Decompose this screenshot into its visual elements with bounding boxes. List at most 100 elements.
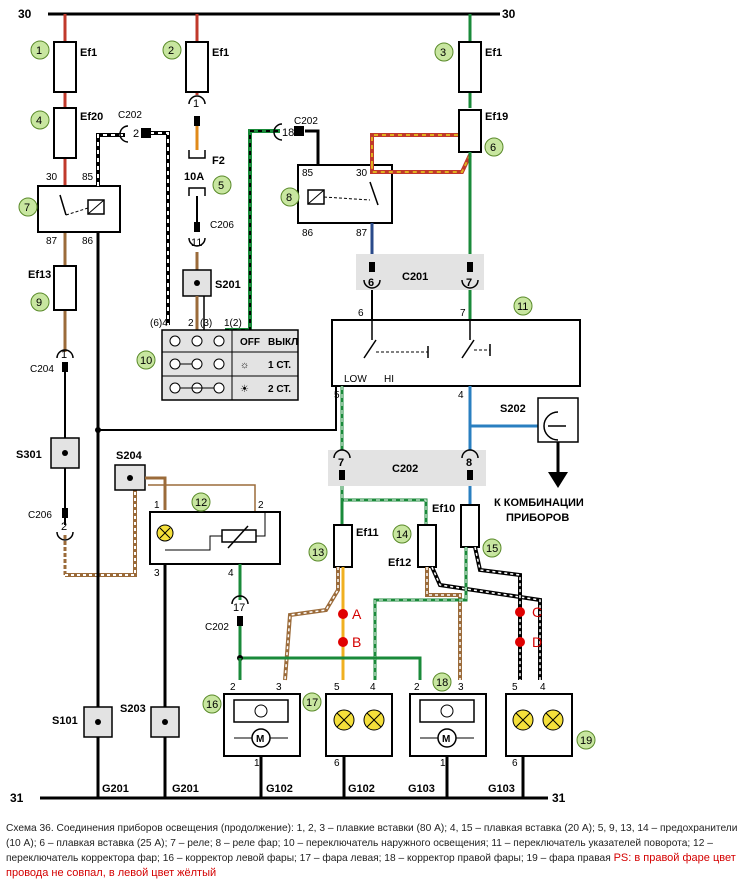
c-pin-1: 1 — [193, 98, 199, 110]
s203-label: S203 — [120, 703, 146, 715]
ground-labels: G201 G201 G102 G102 G103 G103 — [102, 783, 515, 795]
c204-pin: 1 — [61, 349, 67, 361]
relay-7-pin-30: 30 — [46, 172, 58, 183]
switch12-pin-2: 2 — [258, 500, 264, 511]
callout-11: 11 — [517, 301, 528, 313]
corrector16-pin-2: 2 — [230, 682, 236, 693]
corrector18-pin-1: 1 — [440, 758, 446, 769]
figure-caption: Схема 36. Соединения приборов освещения … — [6, 821, 751, 881]
c202-b-label: C202 — [294, 116, 318, 127]
motor-16-label: M — [256, 734, 264, 745]
g103-b-label: G103 — [488, 783, 515, 795]
callout-19: 19 — [580, 735, 592, 747]
s201-label: S201 — [215, 279, 241, 291]
connector-c202-main: 7 8 C202 — [328, 449, 486, 486]
callout-2: 2 — [168, 45, 174, 57]
corrector18-pin-3: 3 — [458, 682, 464, 693]
callout-14: 14 — [396, 529, 408, 541]
light-switch-10: OFF ВЫКЛ ☼ 1 СТ. ☀ 2 СТ. (6)4 2 (3) 1(2) — [150, 318, 299, 401]
c204-label: C204 — [30, 364, 54, 375]
switch11-pin-4: 4 — [458, 390, 464, 401]
callout-13: 13 — [312, 547, 324, 559]
switch10-pin-1: 1(2) — [224, 318, 242, 329]
c202-main-pin-7: 7 — [338, 457, 344, 469]
switch12-pin-4: 4 — [228, 568, 234, 579]
wires-left-lamp — [283, 567, 345, 681]
switch11-pin-5: 5 — [334, 390, 340, 401]
c201-label: C201 — [402, 271, 428, 283]
callout-8: 8 — [286, 192, 292, 204]
relay-7-pin-85: 85 — [82, 172, 94, 183]
g201-a-label: G201 — [102, 783, 129, 795]
callout-15: 15 — [486, 543, 498, 555]
switch10-vykl: ВЫКЛ — [268, 337, 298, 348]
corrector18-pin-2: 2 — [414, 682, 420, 693]
relay-7-pin-86: 86 — [82, 236, 94, 247]
turn-signal-switch-11: 6 7 LOW HI 5 4 — [331, 308, 581, 401]
c206-b-pin: 2 — [61, 521, 67, 533]
fuse-f2-rating: 10A — [184, 171, 204, 183]
switch11-low: LOW — [344, 374, 367, 385]
to-cluster-line2: ПРИБОРОВ — [506, 512, 569, 524]
right-headlamp-19: 5 4 6 — [505, 682, 573, 769]
switch12-pin-3: 3 — [154, 568, 160, 579]
callout-4: 4 — [36, 115, 42, 127]
bus-31-right-label: 31 — [552, 791, 566, 805]
switch10-pin-6: (6)4 — [150, 318, 168, 329]
callout-3: 3 — [440, 47, 446, 59]
fuse-ef13-label: Ef13 — [28, 269, 51, 281]
marker-b: B — [352, 634, 361, 650]
right-corrector-18: M 2 3 1 — [409, 682, 487, 769]
bus-31-left-label: 31 — [10, 791, 24, 805]
g201-b-label: G201 — [172, 783, 199, 795]
fuse-ef19-label: Ef19 — [485, 111, 508, 123]
fuse-ef10-label: Ef10 — [432, 503, 455, 515]
bus-30-right-label: 30 — [502, 7, 516, 21]
markers: A B C D — [338, 604, 542, 650]
switch11-hi: HI — [384, 374, 394, 385]
c202-c-pin: 17 — [233, 602, 245, 614]
c201-pin-6: 6 — [368, 277, 374, 289]
fuse-ef1-b-label: Ef1 — [212, 47, 229, 59]
lamp19-pin-5: 5 — [512, 682, 518, 693]
to-cluster-line1: К КОМБИНАЦИИ — [494, 497, 584, 509]
callout-6: 6 — [490, 142, 496, 154]
switch12-pin-1: 1 — [154, 500, 160, 511]
connector-c201: 6 7 C201 — [356, 254, 484, 290]
s101-label: S101 — [52, 715, 78, 727]
callouts: 1 2 3 4 5 6 7 8 9 10 11 12 13 14 15 16 1… — [18, 40, 596, 750]
bus-31: 31 31 — [10, 791, 566, 805]
c202-main-pin-8: 8 — [466, 457, 472, 469]
callout-18: 18 — [436, 677, 448, 689]
g102-b-label: G102 — [348, 783, 375, 795]
relay-8-pin-85: 85 — [302, 168, 314, 179]
bus-30-left-label: 30 — [18, 7, 32, 21]
marker-c: C — [532, 604, 542, 620]
switch10-2st: 2 СТ. — [268, 384, 291, 395]
c202-a-label: C202 — [118, 110, 142, 121]
bus-30: 30 30 — [18, 7, 516, 21]
fuse-f2-label: F2 — [212, 155, 225, 167]
relay-8-pin-30: 30 — [356, 168, 368, 179]
headlight-corrector-switch-12: 1 2 3 4 — [149, 500, 281, 579]
switch11-pin-6: 6 — [358, 308, 364, 319]
callout-9: 9 — [36, 297, 42, 309]
switch10-parking-icon: ☼ — [240, 360, 249, 371]
motor-18-label: M — [442, 734, 450, 745]
c202-a-pin: 2 — [133, 128, 139, 140]
switch10-1st: 1 СТ. — [268, 360, 291, 371]
callout-12: 12 — [195, 497, 207, 509]
callout-1: 1 — [36, 45, 42, 57]
c206-a-label: C206 — [210, 220, 234, 231]
switch10-off: OFF — [240, 337, 260, 348]
callout-10: 10 — [140, 355, 152, 367]
c206-a-pin: 11 — [191, 237, 202, 249]
relay-7-pin-87: 87 — [46, 236, 58, 247]
relay-8-pin-87: 87 — [356, 228, 368, 239]
marker-d: D — [532, 634, 542, 650]
fuse-ef20-label: Ef20 — [80, 111, 103, 123]
callout-16: 16 — [206, 699, 218, 711]
callout-5: 5 — [218, 180, 224, 192]
wires-right-lamp — [425, 566, 542, 680]
